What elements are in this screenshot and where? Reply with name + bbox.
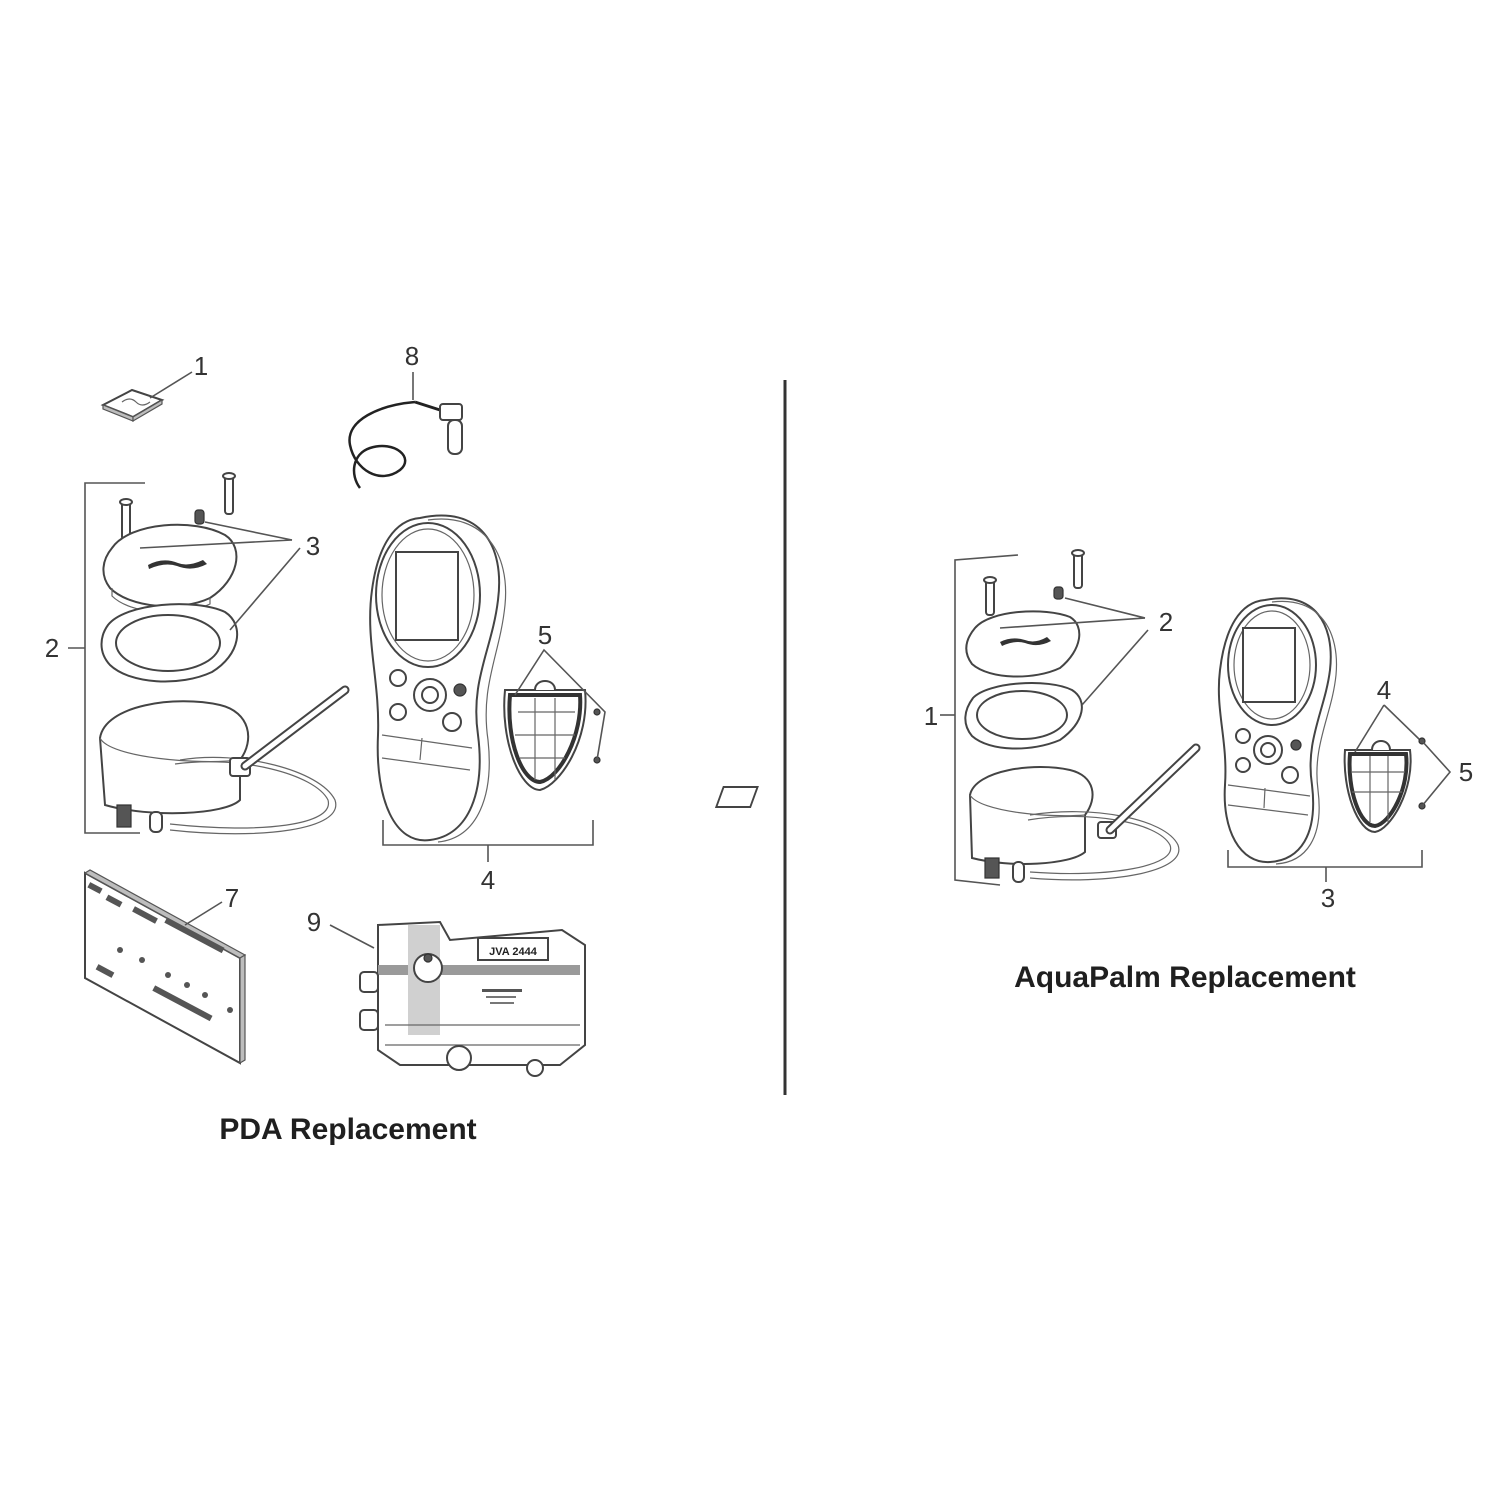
pda-part-8-antenna-cable	[348, 372, 463, 489]
pda-gasket	[100, 547, 301, 683]
pda-callout-9: 9	[306, 907, 322, 937]
pda-callout-3: 3	[305, 531, 321, 561]
pda-section: JVA 2444	[68, 371, 606, 1077]
aquapalm-gasket	[964, 629, 1149, 750]
pda-callout-5: 5	[537, 620, 553, 650]
pda-part-7-circuit-board	[83, 869, 247, 1065]
pda-part-4-handheld	[369, 514, 594, 862]
pda-part-1-label-plate	[100, 371, 193, 423]
pda-callout-8: 8	[404, 341, 420, 371]
aquapalm-callout-3: 3	[1320, 883, 1336, 913]
aquapalm-callout-4: 4	[1376, 675, 1392, 705]
pda-callout-7: 7	[224, 883, 240, 913]
pda-part-5-battery-door	[503, 648, 606, 792]
aquapalm-part-3-handheld	[1217, 597, 1423, 882]
aquapalm-section	[714, 549, 1452, 886]
aquapalm-callout-2: 2	[1158, 607, 1174, 637]
pda-section-title: PDA Replacement	[219, 1113, 477, 1146]
module-label: JVA 2444	[489, 946, 538, 958]
aquapalm-section-title: AquaPalm Replacement	[1014, 961, 1356, 994]
aquapalm-mount-base	[714, 743, 1201, 883]
aquapalm-part-5-screws	[1418, 737, 1452, 810]
pda-callout-1: 1	[193, 351, 209, 381]
pda-mount-base	[98, 685, 350, 835]
aquapalm-mount-cover	[965, 597, 1146, 678]
aquapalm-callout-5: 5	[1458, 757, 1474, 787]
pda-part-9-transceiver: JVA 2444	[329, 920, 586, 1077]
pda-screws	[119, 472, 236, 541]
aquapalm-callout-1: 1	[923, 701, 939, 731]
pda-callout-2: 2	[44, 633, 60, 663]
aquapalm-bracket-1	[954, 554, 1019, 886]
pda-mount-cover	[102, 521, 293, 613]
pda-bracket-2	[84, 482, 145, 834]
aquapalm-part-4-battery-door	[1343, 704, 1421, 834]
aquapalm-screws	[983, 549, 1085, 616]
pda-callout-4: 4	[480, 865, 496, 895]
